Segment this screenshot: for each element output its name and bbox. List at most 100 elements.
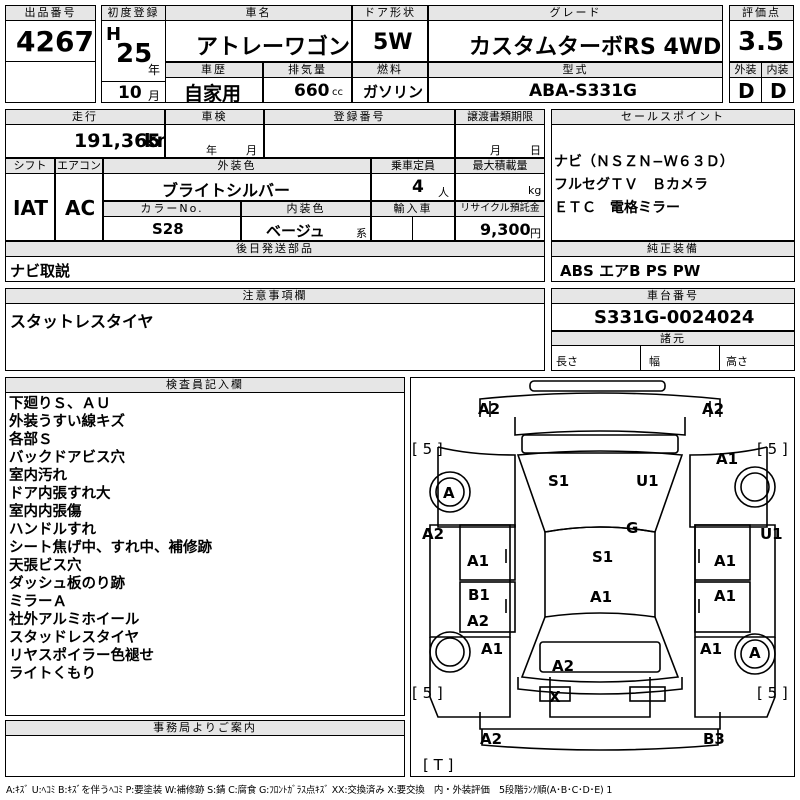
int-score: D xyxy=(770,79,787,103)
inspector-note-line: 室内汚れ xyxy=(9,468,67,484)
recycle-unit: 円 xyxy=(530,227,541,240)
rear-bumper xyxy=(481,729,719,751)
insp-year-unit: 年 xyxy=(206,144,217,157)
era: H xyxy=(106,24,122,45)
backdoor xyxy=(517,677,683,695)
equip: ABS エアB PS PW xyxy=(560,262,701,280)
inspector-note-line: ライトくもり xyxy=(9,666,96,682)
inspection-cell: 年 月 xyxy=(165,124,264,158)
car-diagram-frame xyxy=(410,377,795,777)
int-cell: D xyxy=(761,77,794,103)
later-label: 後日発送部品 xyxy=(5,241,545,257)
office-cell xyxy=(5,735,405,777)
rear-bumper-upper xyxy=(479,712,721,730)
ac-label: エアコン xyxy=(55,158,103,174)
capacity-cell: 4 人 xyxy=(371,173,455,201)
ac: AC xyxy=(65,196,96,220)
inspector-note-line: バックドアビス穴 xyxy=(9,450,125,466)
inspector-note-line: 各部Ｓ xyxy=(9,432,53,448)
chassis-cell: S331G-0024024 xyxy=(551,303,795,331)
lot-no: 4267 xyxy=(16,25,94,58)
month-unit: 月 xyxy=(148,89,161,103)
width-label: 幅 xyxy=(649,355,660,368)
office-label: 事務局よりご案内 xyxy=(5,720,405,736)
ext-label: 外装 xyxy=(729,62,762,78)
first-reg-label: 初度登録 xyxy=(101,5,166,21)
dmg-5-right-1: [ 5 ] xyxy=(757,440,788,458)
inspector-note-line: ドア内張すれ大 xyxy=(9,486,111,502)
inspector-note-line: 天張ビス穴 xyxy=(9,558,82,574)
shift: IAT xyxy=(13,196,49,220)
history-label: 車歴 xyxy=(165,62,263,78)
inspector-note-line: 社外アルミホイール xyxy=(9,612,140,628)
dmg-x: X xyxy=(549,688,561,706)
left-front-wheel xyxy=(429,471,471,513)
door-cell: 5W xyxy=(352,20,428,62)
color-cell: ブライトシルバー xyxy=(103,173,371,201)
dmg-circle-a-left: A xyxy=(443,484,455,502)
ext-cell: D xyxy=(729,77,762,103)
right-rear-wheel xyxy=(734,633,776,675)
windshield xyxy=(516,450,684,533)
displacement-cell: 660 cc xyxy=(263,77,352,103)
transfer-day-unit: 日 xyxy=(530,144,541,157)
first-reg-cell: H 25 年 xyxy=(101,20,166,82)
grade-label: グレード xyxy=(428,5,723,21)
dmg-5-left-2: [ 5 ] xyxy=(412,684,443,702)
fuel: ガソリン xyxy=(363,83,424,101)
color-no: S28 xyxy=(152,220,184,238)
rear-lamp-left xyxy=(539,686,571,702)
sales-point-1: ナビ（ＮＳＺＮ−Ｗ６３Ｄ） xyxy=(554,154,734,170)
dmg-5-left-1: [ 5 ] xyxy=(412,440,443,458)
right-front-fender xyxy=(689,446,768,528)
int-label: 内装 xyxy=(761,62,794,78)
left-rear-door-panel xyxy=(459,581,516,633)
dmg-b3: B3 xyxy=(703,730,725,748)
rear-glass xyxy=(520,616,680,683)
recycle-label: リサイクル預託金 xyxy=(455,201,545,217)
car-name-cell: アトレーワゴン xyxy=(165,20,352,62)
sales-point-2: フルセグＴＶ Ｂカメラ xyxy=(554,177,708,193)
inspection-label: 車検 xyxy=(165,109,264,125)
recycle: 9,300 xyxy=(480,220,531,239)
dmg-a2-left-rear: A2 xyxy=(467,612,490,630)
ac-cell: AC xyxy=(55,173,103,241)
int-color-unit: 系 xyxy=(356,227,367,240)
fuel-cell: ガソリン xyxy=(352,77,428,103)
dmg-circle-a-right: A xyxy=(749,644,761,662)
transfer-cell: 月 日 xyxy=(455,124,545,158)
dmg-a2-left: A2 xyxy=(422,525,445,543)
import-label: 輸入車 xyxy=(371,201,455,217)
inspector-note-line: ダッシュ板のり跡 xyxy=(9,576,125,592)
car-diagram xyxy=(429,380,776,751)
score: 3.5 xyxy=(738,27,785,57)
color-no-label: カラーNo. xyxy=(103,201,241,217)
max-load-cell: kg xyxy=(455,173,545,201)
height-label: 高さ xyxy=(726,355,748,368)
reg-no-cell xyxy=(264,124,455,158)
lot-no-label: 出品番号 xyxy=(5,5,96,21)
left-rear-door xyxy=(429,637,511,718)
lot-no-cell: 4267 xyxy=(5,20,96,62)
equip-cell: ABS エアB PS PW xyxy=(551,256,795,282)
capacity-label: 乗車定員 xyxy=(371,158,455,174)
capacity: 4 xyxy=(412,177,424,197)
chassis: S331G-0024024 xyxy=(594,307,755,328)
right-rear-door xyxy=(694,637,776,718)
dmg-a2-bottom: A2 xyxy=(552,657,575,675)
sales-point-cell: ナビ（ＮＳＺＮ−Ｗ６３Ｄ） フルセグＴＶ Ｂカメラ ＥＴＣ 電格ミラー xyxy=(551,124,795,241)
color: ブライトシルバー xyxy=(162,181,291,200)
reg-no-label: 登録番号 xyxy=(264,109,455,125)
car-name: アトレーワゴン xyxy=(196,35,351,60)
legend: A:ｷｽﾞ U:ﾍｺﾐ B:ｷｽﾞを伴うﾍｺﾐ P:要塗装 W:補修跡 S:錆 … xyxy=(6,785,613,796)
inspector-note-line: シート焦げ中、すれ中、補修跡 xyxy=(9,540,212,556)
dmg-g: G xyxy=(626,519,639,537)
displacement-label: 排気量 xyxy=(263,62,352,78)
mileage-cell: 191,365 km xyxy=(5,124,176,158)
hood xyxy=(514,417,686,436)
dmg-5-right-2: [ 5 ] xyxy=(757,684,788,702)
color-no-cell: S28 xyxy=(103,216,241,241)
dmg-a1-right-rear: A1 xyxy=(714,587,737,605)
cc-unit: cc xyxy=(332,87,343,98)
